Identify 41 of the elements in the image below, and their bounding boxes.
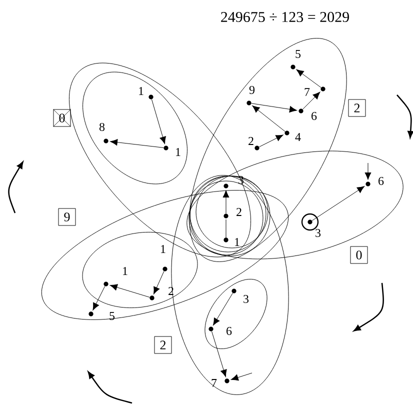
digit-label: 1 [235, 238, 240, 246]
digit-label: 2 [168, 287, 174, 295]
title: 249675 ÷ 123 = 2029 [221, 12, 349, 22]
digit-label: 5 [110, 312, 115, 320]
arrow [151, 99, 166, 144]
digit-label: 6 [378, 176, 384, 186]
arrow [213, 292, 233, 326]
digit-label: 8 [99, 122, 105, 132]
arrow [312, 186, 365, 221]
arrow [296, 69, 322, 88]
digit-label: 6 [226, 326, 232, 335]
arrow [154, 271, 164, 294]
arrow [211, 331, 227, 378]
digit-label: 1 [176, 148, 180, 156]
arrow [110, 139, 164, 148]
boxed-digit: 2 [154, 336, 172, 354]
digit-label: 1 [139, 87, 144, 95]
arrow [222, 190, 230, 214]
arrow [302, 92, 320, 110]
digit-label: 5 [296, 50, 301, 58]
arrow [252, 105, 286, 132]
arrow [364, 162, 372, 180]
arrow [230, 372, 252, 381]
digit-label: 2 [248, 137, 254, 145]
digit-label: 9 [249, 86, 254, 94]
digit-label: 1 [161, 245, 166, 253]
digit-label: 2 [236, 208, 242, 216]
arrow [92, 286, 106, 310]
arrow [251, 103, 297, 113]
digit-label: 7 [212, 379, 217, 387]
arrow [258, 134, 284, 148]
boxed-digit: 9 [58, 208, 76, 226]
digit-label: 4 [295, 133, 301, 141]
digit-label: 3 [244, 294, 249, 303]
digit-label: 3 [316, 228, 321, 237]
boxed-digit: 2 [348, 99, 366, 117]
digit-label: 1 [123, 267, 128, 275]
digit-label: 6 [312, 112, 317, 120]
arrow [110, 284, 150, 298]
boxed-digit: 0 [350, 246, 368, 264]
digit-label: 7 [304, 88, 310, 96]
